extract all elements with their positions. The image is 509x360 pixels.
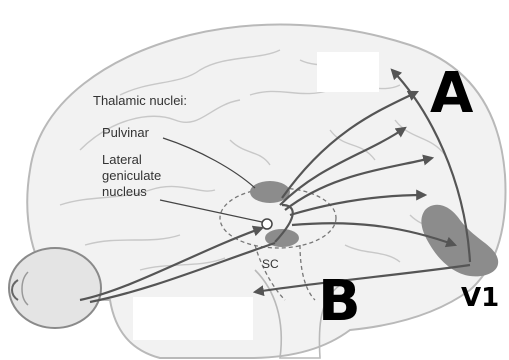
lgn-label-line1: Lateral (102, 152, 142, 167)
label-b: B (318, 272, 361, 332)
lgn-label-line2: geniculate (102, 168, 161, 183)
thalamic-nuclei-label: Thalamic nuclei: (93, 93, 187, 108)
lgn-marker (262, 219, 272, 229)
sc-label: SC (262, 257, 279, 272)
answer-blank-bottom[interactable] (133, 297, 253, 340)
label-v1: V1 (461, 283, 499, 313)
lgn-label-line3: nucleus (102, 184, 147, 199)
answer-blank-top[interactable] (317, 52, 379, 92)
label-a: A (430, 64, 473, 124)
eye (9, 248, 101, 328)
pulvinar-label: Pulvinar (102, 125, 149, 140)
